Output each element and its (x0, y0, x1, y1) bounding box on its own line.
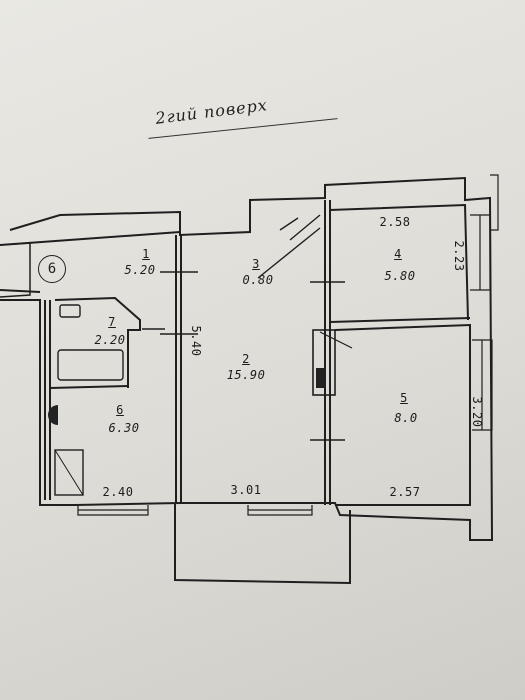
wardrobe-diag (54, 449, 84, 496)
partition-room3 (257, 227, 321, 279)
room-4-area: 5.80 (384, 269, 416, 283)
dim-bottom-middle: 3.01 (230, 483, 262, 497)
room-7-number: 7 (108, 315, 116, 329)
bathtub (57, 349, 124, 381)
stove (316, 368, 326, 388)
dim-room5-height: 3.20 (470, 396, 484, 428)
wall-wc-outline (54, 296, 141, 388)
dim-room4-width: 2.58 (379, 215, 411, 229)
room-1-number: 1 (142, 247, 150, 261)
room-3-area: 0.80 (242, 273, 274, 287)
room-6-number: 6 (116, 403, 124, 417)
window-top-right (490, 174, 499, 231)
dim-room4-height: 2.23 (452, 240, 466, 272)
room-3-number: 3 (252, 257, 260, 271)
wall-room2-left (175, 235, 182, 503)
wall-room4-left (329, 203, 469, 321)
window-bottom-mid (247, 505, 313, 516)
door-marks (142, 214, 345, 441)
room-5-area: 8.0 (394, 411, 418, 425)
wall-room2-right (324, 200, 331, 505)
room-1-area: 5.20 (124, 263, 156, 277)
room-6-area: 6.30 (108, 421, 140, 435)
window-bottom-left (77, 505, 149, 516)
outer-wall (0, 176, 494, 541)
window-right-top (470, 214, 491, 291)
room-4-number: 4 (394, 247, 402, 261)
wardrobe (54, 449, 84, 496)
wall-room1-left (44, 300, 51, 500)
stair-number: 6 (38, 255, 66, 283)
room-7-area: 2.20 (94, 333, 126, 347)
outer-wall-inner-line (0, 231, 181, 293)
room-5-number: 5 (400, 391, 408, 405)
toilet (59, 304, 81, 318)
balcony (174, 503, 351, 585)
kitchen-diagonal (319, 331, 353, 349)
kitchen-unit (312, 329, 336, 396)
sink (48, 405, 58, 425)
dim-bottom-right: 2.57 (389, 485, 421, 499)
wall-room5-box (334, 323, 471, 506)
stair-block (0, 242, 31, 298)
room-2-number: 2 (242, 352, 250, 366)
room-2-area: 15.90 (226, 368, 266, 382)
wall-bath-bottom (49, 385, 129, 389)
dim-bottom-left: 2.40 (102, 485, 134, 499)
window-right-bottom (472, 339, 493, 431)
dim-room2-height: 5.40 (189, 325, 203, 357)
wall-room4-bottom (329, 317, 471, 323)
